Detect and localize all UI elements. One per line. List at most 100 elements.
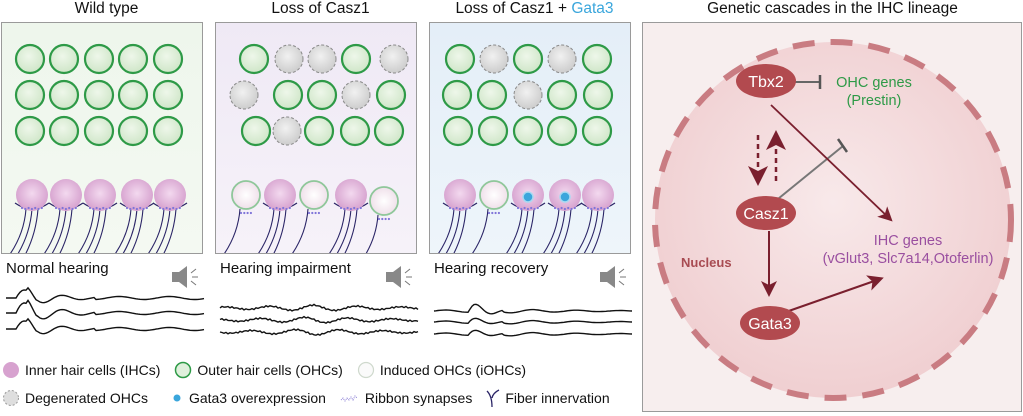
edge-tbx2-activates-ihc bbox=[770, 104, 893, 222]
legend-row-2: Degenerated OHCs Gata3 overexpression Ri… bbox=[2, 388, 624, 408]
outer-hair-cell bbox=[14, 115, 46, 147]
ribbon-synapse bbox=[387, 217, 390, 221]
ribbon-synapse bbox=[285, 207, 288, 211]
ribbon-synapse bbox=[314, 211, 317, 215]
caption-normal-hearing: Normal hearing bbox=[6, 260, 109, 277]
degenerated-ohc bbox=[307, 44, 337, 74]
outer-hair-cell bbox=[512, 115, 544, 147]
ribbon-synapse bbox=[359, 206, 362, 210]
ribbon-synapse bbox=[530, 206, 533, 210]
legend-degen: Degenerated OHCs bbox=[2, 389, 148, 407]
ribbon-synapse bbox=[560, 206, 563, 210]
panel-loss-casz1-gata3 bbox=[429, 22, 631, 258]
outer-hair-cell bbox=[152, 79, 184, 111]
legend-gata3: Gata3 overexpression bbox=[170, 390, 326, 406]
outer-hair-cell bbox=[14, 43, 46, 75]
ribbon-synapse bbox=[243, 211, 246, 215]
ribbon-synapse bbox=[139, 206, 142, 210]
ribbon-synapse bbox=[27, 206, 30, 210]
nucleus-label: Nucleus bbox=[681, 255, 732, 270]
legend-ohc-label: Outer hair cells (OHCs) bbox=[197, 362, 343, 378]
ribbon-synapse bbox=[278, 207, 281, 211]
panel-title-loss-casz1-gata3: Loss of Casz1 + Gata3 bbox=[428, 0, 641, 20]
ribbon-synapse bbox=[30, 207, 33, 211]
fiber bbox=[112, 208, 132, 258]
ribbon-synapse bbox=[346, 206, 349, 210]
abr-waveform-normal bbox=[6, 286, 205, 335]
abr-waveform-impaired bbox=[219, 303, 419, 337]
ribbon-synapse bbox=[58, 207, 61, 211]
degenerated-swatch-icon bbox=[3, 390, 19, 406]
outer-hair-cell bbox=[581, 43, 613, 75]
ribbon-synapse bbox=[339, 206, 343, 210]
ribbon-synapse bbox=[37, 207, 40, 211]
induced-ohc bbox=[221, 180, 261, 258]
abr-trace bbox=[219, 303, 419, 312]
outer-hair-cell bbox=[339, 115, 371, 147]
outer-hair-cell bbox=[83, 79, 115, 111]
ribbon-synapse bbox=[162, 207, 165, 211]
panel-title-loss-casz1: Loss of Casz1 bbox=[271, 0, 370, 17]
outer-hair-cell bbox=[477, 115, 509, 147]
outer-hair-cell bbox=[117, 43, 149, 75]
ribbon-synapse bbox=[71, 207, 74, 211]
outer-hair-cell bbox=[546, 79, 578, 111]
ribbon-synapse bbox=[249, 211, 252, 215]
ihc-genes-label: IHC genes bbox=[874, 233, 943, 249]
outer-hair-cell bbox=[117, 79, 149, 111]
ribbon-synapse bbox=[465, 207, 468, 211]
ribbon-synapse bbox=[311, 211, 314, 215]
ribbon-synapse bbox=[105, 207, 108, 211]
ribbon-synapse bbox=[343, 207, 346, 211]
cascade-title: Genetic cascades in the IHC lineage bbox=[707, 0, 958, 17]
legend-degen-label: Degenerated OHCs bbox=[25, 390, 148, 406]
ribbon-synapse bbox=[132, 206, 135, 210]
legend-iohc-label: Induced OHCs (iOHCs) bbox=[379, 362, 527, 378]
ribbon-synapse bbox=[526, 207, 529, 211]
ribbon-synapse bbox=[68, 206, 71, 210]
ribbon-synapse bbox=[491, 211, 494, 215]
ribbon-synapse bbox=[108, 206, 111, 210]
ribbon-synapse-icon bbox=[340, 395, 358, 402]
abr-waveform-recovery bbox=[433, 303, 633, 337]
caption-hearing-impairment: Hearing impairment bbox=[220, 260, 351, 277]
legend-ribbon: Ribbon synapses bbox=[340, 390, 472, 406]
fiber bbox=[469, 208, 489, 258]
ribbon-synapse bbox=[593, 206, 596, 210]
ribbon-synapse bbox=[239, 211, 243, 215]
ribbon-synapse bbox=[125, 206, 129, 210]
outer-hair-cell bbox=[303, 115, 335, 147]
fiber bbox=[221, 208, 241, 258]
caption-hearing-recovery: Hearing recovery bbox=[434, 260, 549, 277]
ribbon-synapse bbox=[54, 206, 58, 210]
outer-hair-cell bbox=[581, 115, 613, 147]
inner-hair-cell bbox=[540, 179, 583, 258]
induced-ohc bbox=[289, 180, 329, 258]
gata3-nucleus bbox=[522, 191, 534, 203]
outer-hair-cell bbox=[441, 79, 473, 111]
outer-hair-cell bbox=[48, 115, 80, 147]
ribbon-synapse bbox=[586, 206, 590, 210]
legend-ihc-label: Inner hair cells (IHCs) bbox=[25, 362, 161, 378]
ribbon-synapse bbox=[377, 217, 381, 221]
ribbon-synapse bbox=[61, 206, 64, 210]
degenerated-ohc bbox=[341, 80, 371, 110]
fiber bbox=[41, 208, 61, 258]
fiber-innervation-icon bbox=[486, 389, 500, 408]
abr-trace bbox=[433, 303, 633, 315]
fiber bbox=[435, 208, 455, 258]
ribbon-synapse bbox=[145, 206, 148, 210]
outer-hair-cell bbox=[152, 43, 184, 75]
fiber bbox=[7, 208, 27, 258]
abr-trace bbox=[6, 286, 205, 304]
ribbon-synapse bbox=[557, 207, 560, 211]
legend-ohc: Outer hair cells (OHCs) bbox=[174, 361, 343, 379]
ribbon-synapse bbox=[317, 211, 320, 215]
ribbon-synapse bbox=[102, 206, 105, 210]
ribbon-synapse bbox=[40, 206, 43, 210]
ohc-swatch-icon bbox=[175, 361, 192, 379]
ribbon-synapse bbox=[452, 207, 455, 211]
inner-hair-cell bbox=[326, 179, 369, 258]
edge-casz1-inhibits-ohc bbox=[772, 145, 844, 204]
speaker-icon bbox=[172, 266, 198, 288]
